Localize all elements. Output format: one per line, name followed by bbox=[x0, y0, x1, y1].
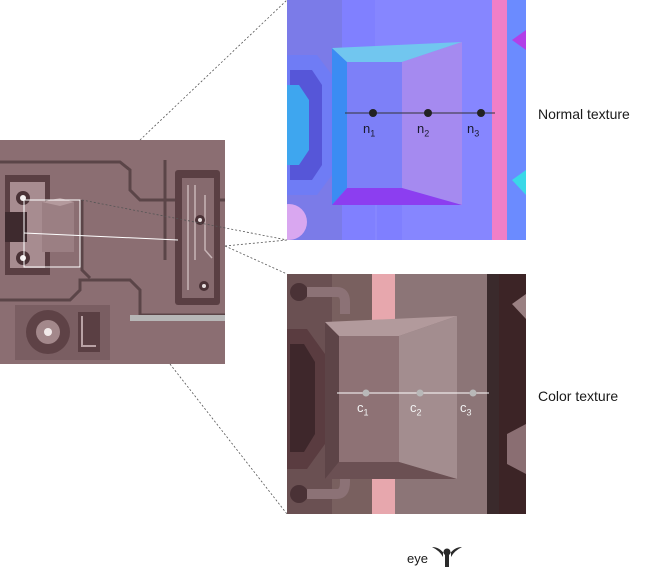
normal-sample-label-1: n1 bbox=[363, 121, 375, 139]
normal-sample-point-3 bbox=[477, 109, 485, 117]
color-sample-label-3: c3 bbox=[460, 400, 472, 418]
normal-texture-art bbox=[287, 0, 526, 240]
eye-label: eye bbox=[407, 551, 428, 566]
color-sample-label-1: c1 bbox=[357, 400, 369, 418]
overview-texture-art bbox=[0, 140, 225, 364]
normal-texture-panel bbox=[287, 0, 526, 240]
overview-texture bbox=[0, 140, 225, 364]
color-texture-label: Color texture bbox=[538, 388, 618, 404]
normal-sample-label-3: n3 bbox=[467, 121, 479, 139]
color-texture-panel bbox=[287, 274, 526, 514]
normal-sample-point-2 bbox=[424, 109, 432, 117]
normal-sample-point-1 bbox=[369, 109, 377, 117]
color-sample-point-1 bbox=[363, 390, 370, 397]
color-sample-label-2: c2 bbox=[410, 400, 422, 418]
color-sample-point-3 bbox=[470, 390, 477, 397]
normal-texture-label: Normal texture bbox=[538, 106, 630, 122]
color-sample-point-2 bbox=[417, 390, 424, 397]
normal-sample-label-2: n2 bbox=[417, 121, 429, 139]
color-texture-art bbox=[287, 274, 526, 514]
eye-icon bbox=[430, 543, 464, 569]
